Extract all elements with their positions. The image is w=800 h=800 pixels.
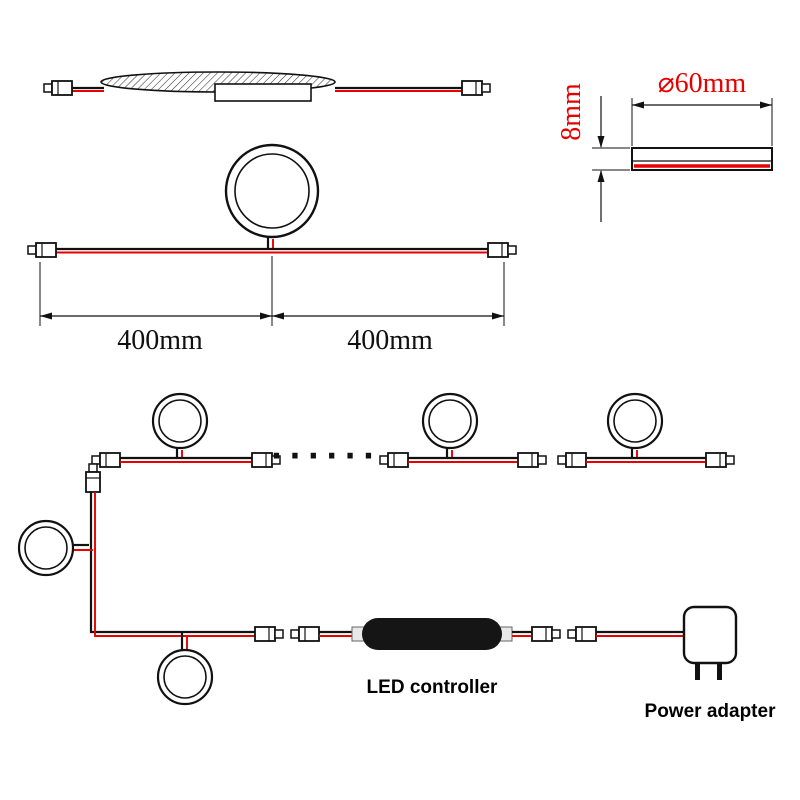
cable-connector: [705, 452, 735, 468]
puck-outer-ring: [224, 143, 320, 239]
led-controller: [351, 618, 513, 650]
puck-front-view: 400mm 400mm: [27, 143, 517, 356]
puck-base-housing: [214, 83, 312, 102]
puck-inner-ring: [234, 153, 310, 229]
cable-connector: [254, 626, 284, 642]
plug-prong: [695, 663, 700, 680]
dimension-view: 8mm ⌀60mm: [556, 68, 773, 222]
wiring-diagram: ······: [17, 392, 777, 722]
power-adapter-plug: [682, 605, 738, 680]
puck-light: [17, 519, 75, 577]
cable-connector: [461, 80, 491, 96]
cable-connector: [567, 626, 597, 642]
continuation-dots: ······: [271, 439, 381, 474]
puck-light: [606, 392, 664, 450]
cable-connector: [557, 452, 587, 468]
cable-connector: [85, 463, 101, 493]
puck-light: [156, 648, 214, 706]
cable-connector: [531, 626, 561, 642]
cable-connector: [43, 80, 73, 96]
cable-connector: [290, 626, 320, 642]
power-adapter-label: Power adapter: [645, 701, 777, 722]
cable-connector: [379, 452, 409, 468]
left-span-label: 400mm: [117, 325, 203, 356]
plug-prong: [717, 663, 722, 680]
puck-side-view: [43, 71, 491, 102]
thickness-label: 8mm: [556, 83, 587, 141]
diameter-label: ⌀60mm: [658, 68, 747, 99]
cable-connector: [517, 452, 547, 468]
puck-light: [151, 392, 209, 450]
right-span-label: 400mm: [347, 325, 433, 356]
cable-connector: [27, 242, 57, 258]
cable-connector: [487, 242, 517, 258]
led-controller-label: LED controller: [367, 677, 499, 698]
puck-light: [421, 392, 479, 450]
